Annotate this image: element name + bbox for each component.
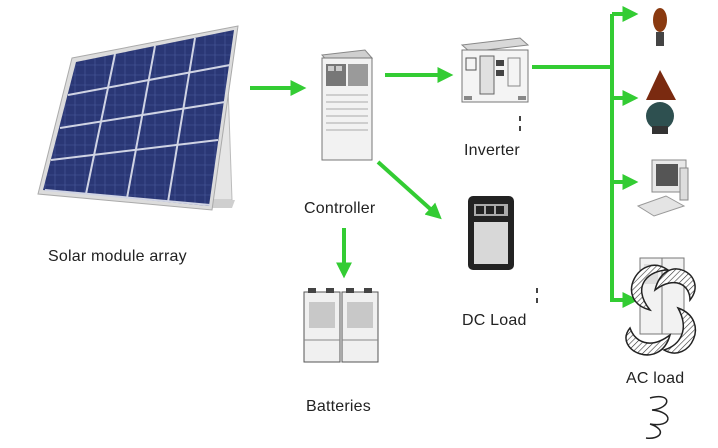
battery-icon: [303, 288, 379, 363]
logo-swirl-icon: [625, 264, 697, 439]
computer-icon: [636, 159, 689, 217]
inverter-label: Inverter: [464, 142, 520, 159]
dc-load-label: DC Load: [462, 312, 527, 329]
batteries-label: Batteries: [306, 398, 371, 415]
arrow-controller-to-dc-load: [376, 160, 442, 220]
inverter-icon: [460, 37, 530, 131]
solar-panel-icon: [37, 25, 239, 211]
controller-cabinet-icon: [321, 49, 374, 161]
solar-module-array-label: Solar module array: [48, 248, 187, 265]
controller-label: Controller: [304, 200, 376, 217]
flow-arrows: [250, 6, 639, 308]
dc-load-icon: [468, 196, 538, 303]
lamp-icon: [646, 8, 676, 134]
ac-load-label: AC load: [626, 370, 685, 387]
